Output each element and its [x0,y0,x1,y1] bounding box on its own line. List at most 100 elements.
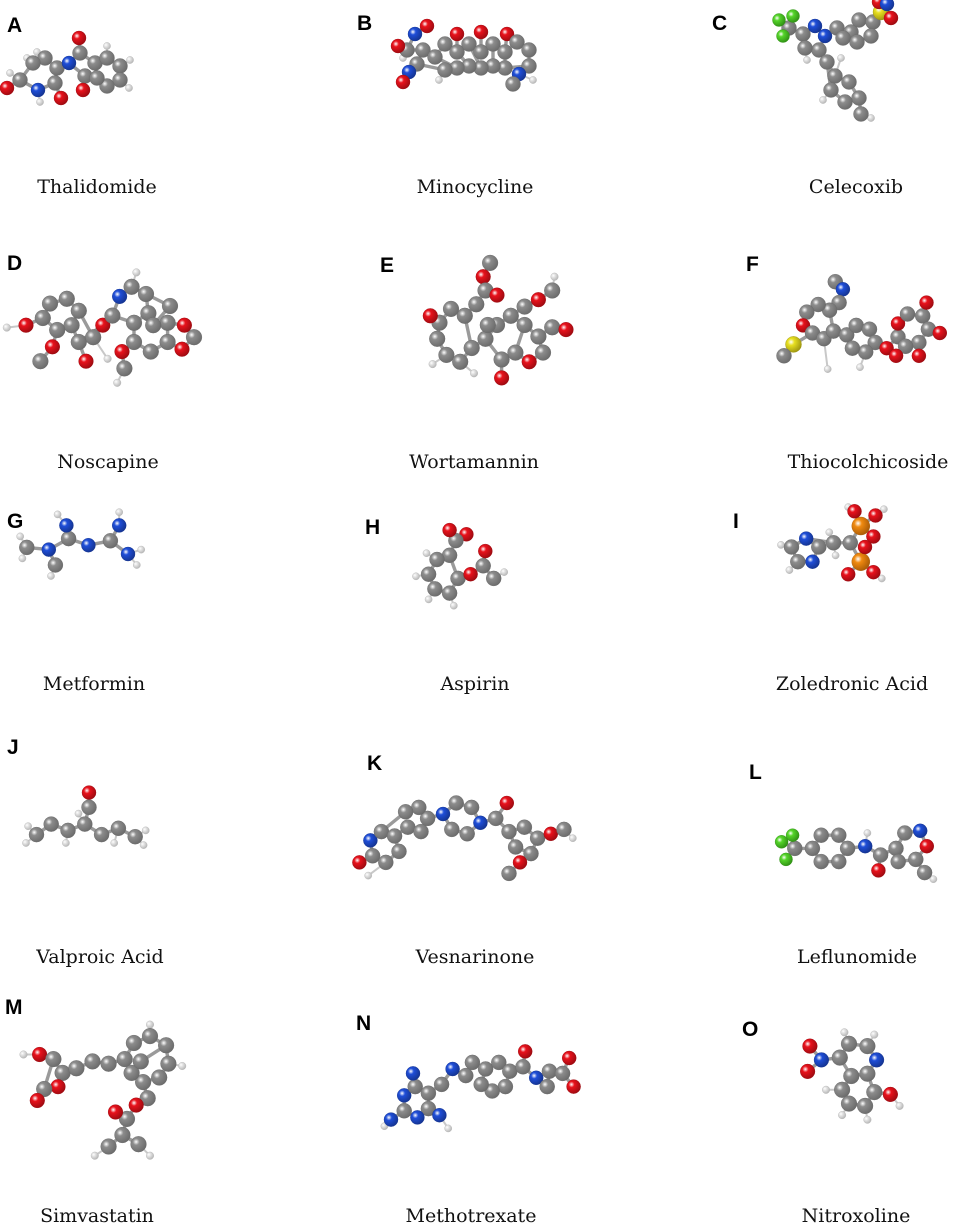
atom-o [868,508,883,523]
atom-c [429,551,445,568]
atom-c [859,1038,876,1055]
atom-h [422,549,431,558]
atom-c [839,840,856,857]
atom-n [879,0,895,12]
atom-c [899,306,916,322]
atom-c [787,840,803,857]
atom-o [128,1097,144,1113]
atom-n [405,1066,421,1081]
atom-n [397,1088,412,1103]
drug-name-b: Minocycline [417,176,534,198]
atom-c [837,94,853,110]
atom-h [863,829,872,837]
atom-c [823,82,839,98]
panel-letter-e: E [380,254,394,277]
atom-c [43,816,59,832]
atom-c [486,570,502,587]
atom-c [463,339,480,357]
atom-h [837,54,845,62]
atom-c [473,1076,489,1093]
atom-o [919,295,934,310]
atom-o [494,370,510,386]
atom-c [60,822,76,839]
atom-c [521,42,537,58]
atom-c [819,54,835,70]
atom-c [58,290,75,307]
atom-c [407,1078,423,1095]
atom-h [139,841,148,849]
atom-c [554,1065,571,1082]
atom-n [805,554,820,569]
atom-o [449,26,465,42]
atom-c [544,282,561,299]
atom-o [53,90,69,106]
atom-c [102,533,119,549]
atom-o [543,826,558,841]
atom-o [512,855,528,870]
molecule-methotrexate [380,1044,581,1133]
atom-h [364,871,373,880]
atom-h [529,76,537,84]
atom-c [427,49,443,65]
atom-c [145,317,162,334]
panel-letter-a: A [7,14,22,37]
atom-c [859,1065,876,1082]
atom-h [880,505,888,514]
atom-c [99,50,115,66]
atom-h [125,84,133,92]
atom-c [479,316,496,334]
atom-n [41,542,56,557]
atom-c [497,44,513,60]
atom-c [400,819,416,835]
atom-c [482,254,499,271]
atom-h [831,551,840,560]
atom-c [420,1100,437,1117]
atom-o [176,317,192,333]
atom-h [428,360,437,369]
atom-c [831,853,847,870]
atom-c [515,1059,531,1075]
atom-c [151,1069,168,1086]
atom-o [390,38,406,54]
atom-o [0,80,15,96]
atom-c [464,1054,481,1071]
atom-n [869,1052,885,1068]
atom-c [63,317,80,334]
atom-f [779,852,793,867]
atom-o [489,287,505,303]
atom-c [502,1063,518,1079]
atom-n [407,26,423,42]
atom-o [919,839,934,854]
atom-h [449,601,458,610]
atom-h [115,508,123,517]
atom-c [488,810,504,827]
drug-name-i: Zoledronic Acid [776,673,928,695]
atom-h [2,323,11,332]
atom-h [424,595,433,604]
molecule-vesnarinone [352,795,577,882]
atom-c [47,75,63,91]
atom-c [433,1076,450,1093]
atom-o [32,1046,48,1063]
atom-h [110,839,118,847]
molecule-simvastatin [19,1020,187,1160]
atom-o [890,316,906,331]
atom-c [848,317,864,334]
atom-c [911,334,927,351]
atom-c [530,328,547,345]
drug-name-m: Simvastatin [40,1205,154,1223]
atom-o [888,348,904,363]
atom-c [413,823,429,840]
atom-c [25,55,41,71]
atom-c [364,848,381,864]
atom-c [790,554,806,570]
atom-c [81,799,97,815]
atom-n [112,288,128,304]
atom-c [141,1028,159,1045]
atom-c [77,816,93,832]
atom-c [813,827,829,843]
